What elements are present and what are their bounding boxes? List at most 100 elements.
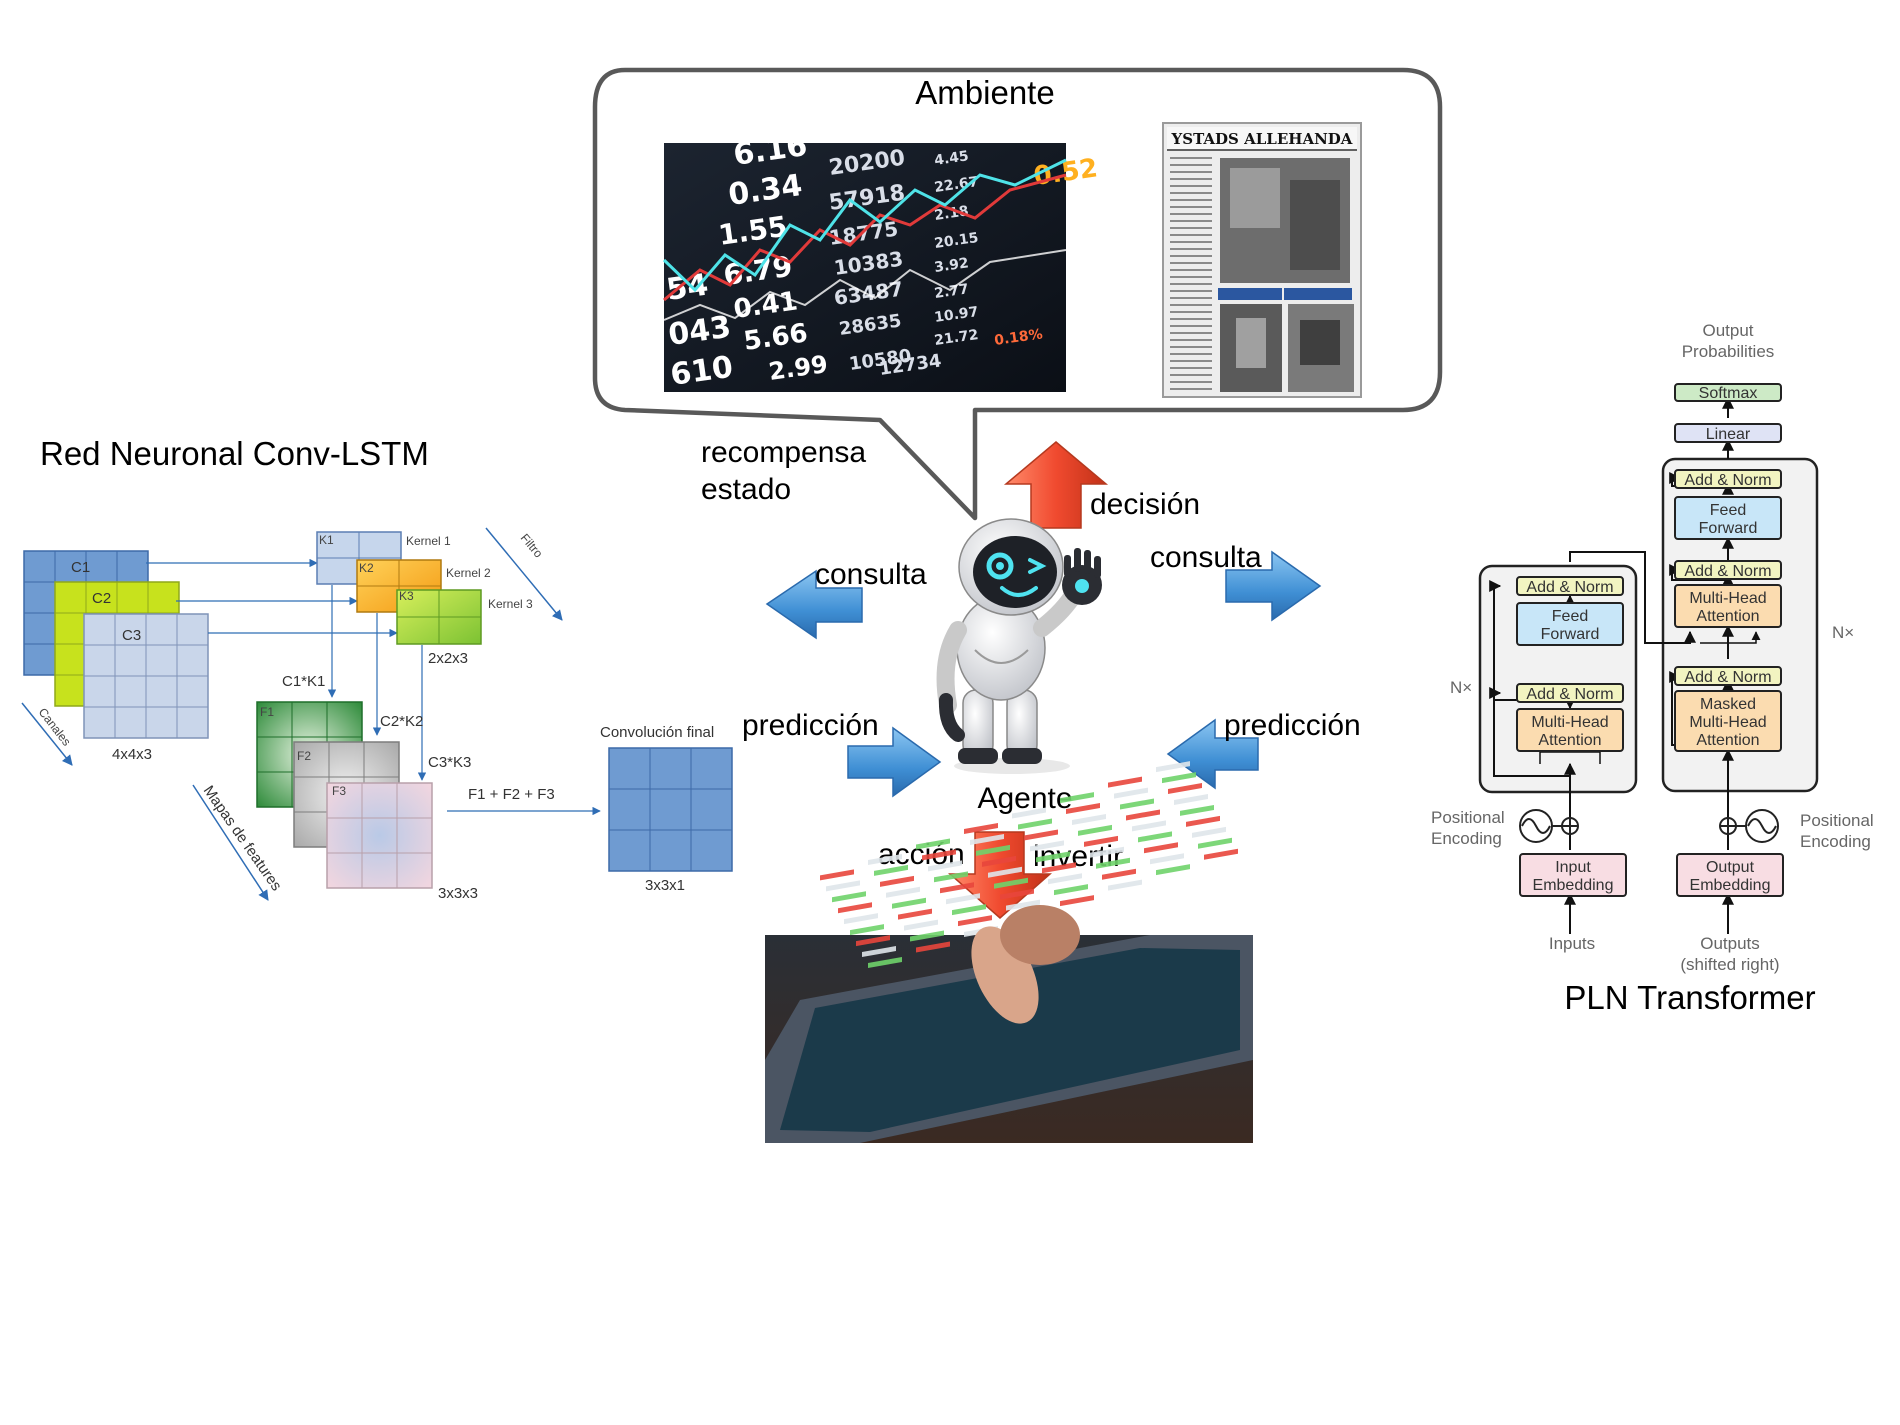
- channel-c3-grid: [83, 613, 209, 739]
- ticker-value: 20.15: [933, 230, 979, 252]
- ticker-value: 3.92: [933, 255, 969, 276]
- kernel-1-name: Kernel 1: [406, 534, 451, 548]
- encoder-mha-line2: Attention: [1538, 732, 1601, 749]
- output-probabilities-line1: Output: [1702, 321, 1753, 340]
- decoder-masked-multi-head: [1674, 690, 1782, 752]
- decoder-ff-line1: Feed: [1710, 502, 1746, 519]
- encoder-add-norm-2-label: Add & Norm: [1526, 579, 1613, 596]
- inputs-label: Inputs: [1549, 934, 1595, 953]
- decoder-masked-line1: Masked: [1700, 696, 1756, 713]
- decoder-mha-line2: Attention: [1696, 608, 1759, 625]
- output-embedding-line1: Output: [1706, 859, 1755, 876]
- decoder-ff-line2: Forward: [1699, 520, 1758, 537]
- conv-title: Red Neuronal Conv-LSTM: [40, 435, 429, 472]
- kernel-size-label: 2x2x3: [428, 650, 468, 667]
- reward-label: recompensa: [701, 436, 866, 469]
- agent-label: Agente: [977, 782, 1072, 815]
- channel-c1-label: C1: [71, 559, 90, 576]
- ticker-value: 4.45: [933, 148, 969, 169]
- product-c2k2: C2*K2: [380, 713, 423, 730]
- decoder-add-norm-1-label: Add & Norm: [1684, 669, 1771, 686]
- decoder-add-norm-1: [1674, 666, 1782, 686]
- decoder-pe-line1: Positional: [1800, 811, 1874, 830]
- decoder-masked-line3: Attention: [1696, 732, 1759, 749]
- input-size-label: 4x4x3: [112, 746, 152, 763]
- decision-label: decisión: [1090, 488, 1200, 521]
- encoder-nx-label: N×: [1450, 678, 1472, 697]
- state-label: estado: [701, 473, 791, 506]
- ticker-value: 610: [668, 350, 735, 393]
- encoder-stack: [1478, 564, 1638, 794]
- robot-agent: [936, 518, 1102, 774]
- decoder-add-norm-2-label: Add & Norm: [1684, 563, 1771, 580]
- encoder-add-norm-1: [1516, 683, 1624, 703]
- prediction-left-arrow: [847, 726, 942, 798]
- feature-f3-tag: F3: [332, 784, 346, 798]
- decoder-masked-line2: Multi-Head: [1689, 714, 1766, 731]
- environment-title: Ambiente: [915, 74, 1054, 111]
- decoder-add-norm-2: [1674, 560, 1782, 580]
- decoder-add-norm-3-label: Add & Norm: [1684, 472, 1771, 489]
- product-c3k3: C3*K3: [428, 754, 471, 771]
- final-size-label: 3x3x1: [645, 877, 685, 894]
- kernel-3-name: Kernel 3: [488, 597, 533, 611]
- kernel-k3-tag: K3: [399, 589, 414, 603]
- feature-f2-tag: F2: [297, 749, 311, 763]
- decoder-pe-line2: Encoding: [1800, 832, 1871, 851]
- ticker-value: 21.72: [933, 327, 979, 349]
- prediction-right-label: predicción: [1224, 709, 1361, 742]
- linear-block: [1674, 423, 1782, 443]
- conv-lstm-diagram: Red Neuronal Conv-LSTM C1 C2 C3 Canales …: [21, 435, 733, 902]
- ticker-value: 22.67: [933, 174, 979, 196]
- transformer-title: PLN Transformer: [1564, 979, 1815, 1016]
- kernel-k1-tag: K1: [319, 533, 334, 547]
- prediction-right-arrow: [1166, 718, 1259, 790]
- input-embedding-line2: Embedding: [1533, 877, 1614, 894]
- query-left-arrow: [765, 569, 863, 640]
- ticker-value: 043: [666, 310, 733, 353]
- final-title: Convolución final: [600, 724, 714, 741]
- output-embedding-line2: Embedding: [1690, 877, 1771, 894]
- decoder-feed-forward: [1674, 496, 1782, 540]
- encoder-pe-line2: Encoding: [1431, 829, 1502, 848]
- outputs-line1: Outputs: [1700, 934, 1760, 953]
- linear-label: Linear: [1706, 426, 1751, 443]
- decoder-mha-line1: Multi-Head: [1689, 590, 1766, 607]
- query-right-arrow: [1225, 550, 1322, 622]
- encoder-ff-line1: Feed: [1552, 608, 1588, 625]
- filter-axis-label: Filtro: [518, 531, 546, 561]
- encoder-mha-line1: Multi-Head: [1531, 714, 1608, 731]
- decoder-add-norm-3: [1674, 469, 1782, 489]
- decoder-nx-label: N×: [1832, 623, 1854, 642]
- newspaper-masthead: YSTADS ALLEHANDA: [1171, 130, 1353, 148]
- softmax-label: Softmax: [1699, 385, 1758, 402]
- input-embedding-line1: Input: [1555, 859, 1591, 876]
- newspaper-text-columns: [1170, 157, 1212, 390]
- kernel-k2-tag: K2: [359, 561, 374, 575]
- ticker-value: 0.18%: [993, 326, 1043, 349]
- feature-f1-tag: F1: [260, 705, 274, 719]
- sum-label: F1 + F2 + F3: [468, 786, 555, 803]
- ticker-value: 2.18: [933, 203, 969, 224]
- encoder-pe-line1: Positional: [1431, 808, 1505, 827]
- channel-c2-label: C2: [92, 590, 111, 607]
- feature-f3-grid: [326, 782, 433, 889]
- encoder-add-norm-1-label: Add & Norm: [1526, 686, 1613, 703]
- query-left-label: consulta: [815, 558, 927, 591]
- kernels: [316, 531, 482, 645]
- output-embedding-block: [1676, 853, 1784, 897]
- trading-phone-image: [765, 761, 1253, 1143]
- encoder-multi-head: [1516, 708, 1624, 752]
- phone-screen-rows: [820, 761, 1238, 968]
- prediction-left-label: predicción: [742, 709, 879, 742]
- ticker-value: 54: [664, 267, 710, 307]
- decoder-multi-head: [1674, 584, 1782, 628]
- channel-c3-label: C3: [122, 627, 141, 644]
- input-channels: [23, 550, 209, 739]
- kernel-2-name: Kernel 2: [446, 566, 491, 580]
- kernel-k3-grid: [396, 589, 482, 645]
- newspaper-image: YSTADS ALLEHANDA: [1162, 122, 1362, 398]
